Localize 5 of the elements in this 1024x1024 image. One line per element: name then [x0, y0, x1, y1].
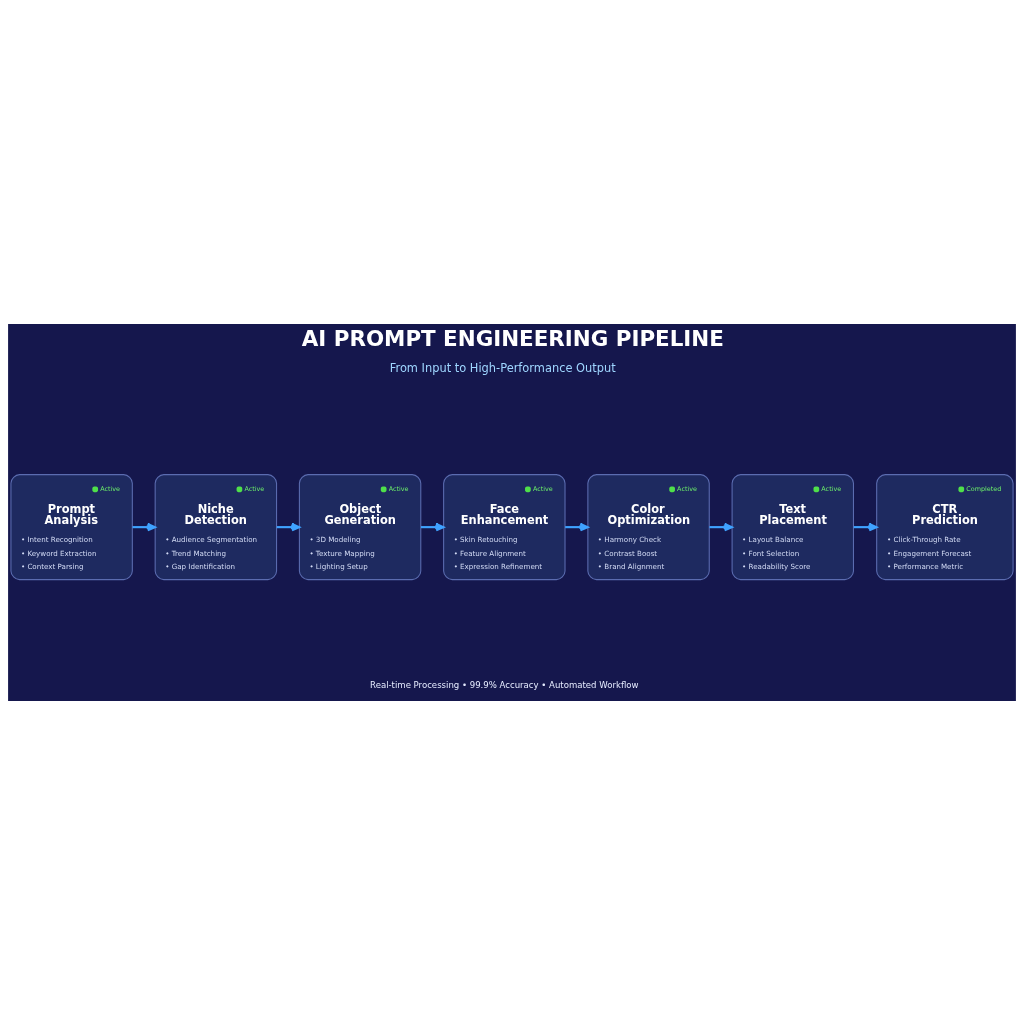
label: From Input to High-Performance Output: [389, 360, 616, 375]
diagram-title: AI PROMPT ENGINEERING PIPELINE: [301, 325, 724, 351]
arrow: [132, 522, 156, 531]
arrow: [709, 522, 733, 531]
label: Real-time Processing • 99.9% Accuracy • Automated Workflow: [370, 679, 639, 690]
